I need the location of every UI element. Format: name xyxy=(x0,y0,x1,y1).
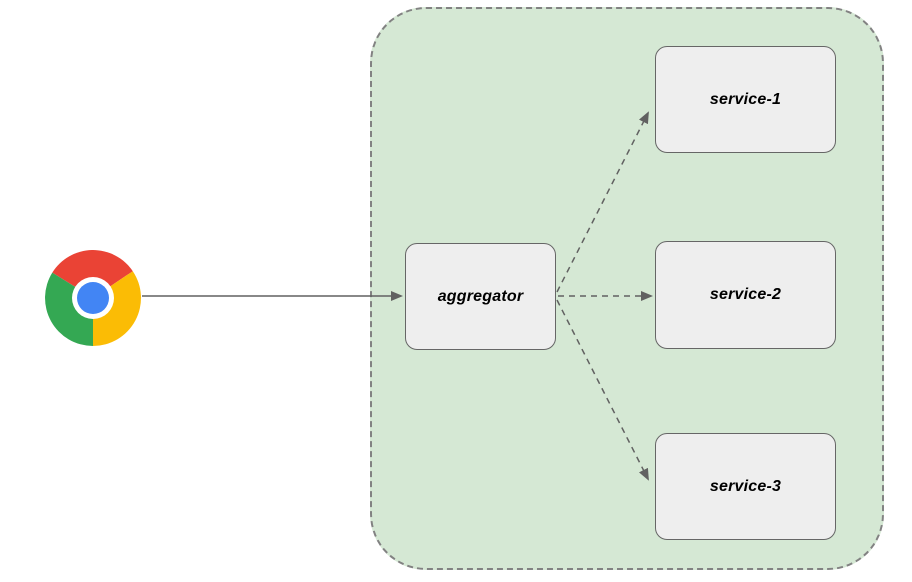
browser-node xyxy=(45,250,141,346)
service-3-label: service-3 xyxy=(709,477,782,495)
service-3-node: service-3 xyxy=(655,433,836,540)
service-1-label: service-1 xyxy=(709,90,782,108)
service-2-label: service-2 xyxy=(709,286,782,303)
aggregator-label: aggregator xyxy=(437,287,524,305)
chrome-yellow-segment xyxy=(93,271,141,346)
service-2-node: service-2 xyxy=(655,241,836,349)
chrome-red-segment xyxy=(52,250,133,298)
chrome-browser-icon xyxy=(45,250,141,346)
service-1-node: service-1 xyxy=(655,46,836,153)
aggregator-node: aggregator xyxy=(405,243,556,350)
chrome-blue-center xyxy=(77,282,109,314)
